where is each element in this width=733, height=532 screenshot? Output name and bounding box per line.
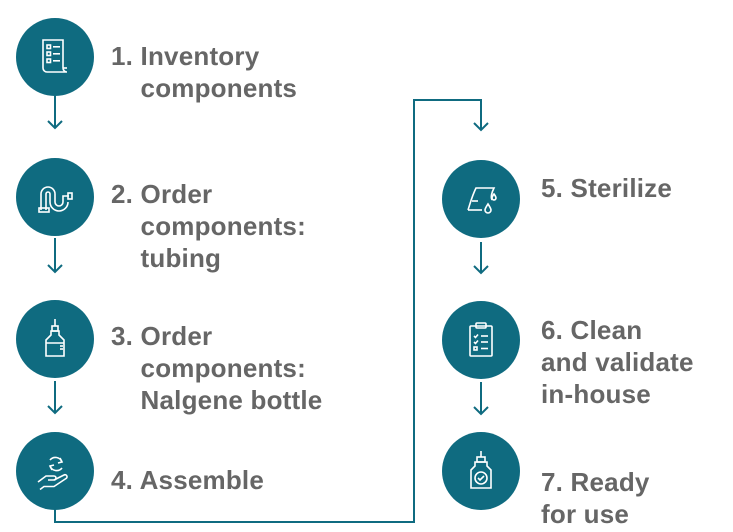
clipboard-icon — [442, 301, 520, 379]
step-1-label: 1. Inventory components — [111, 41, 298, 103]
step-3-label: 3. Order components: Nalgene bottle — [111, 321, 323, 415]
bottle-icon — [16, 300, 94, 378]
tubing-icon — [16, 158, 94, 236]
step-5-label: 5. Sterilize — [541, 173, 673, 203]
checklist-icon — [16, 18, 94, 96]
step-6-label: 6. Clean and validate in-house — [541, 315, 694, 409]
connector-step4-to-step5 — [54, 99, 482, 523]
step-4-label: 4. Assemble — [111, 465, 265, 495]
step-7-label: 7. Ready for use — [541, 467, 650, 529]
sterilize-icon — [442, 160, 520, 238]
ready-bottle-icon — [442, 432, 520, 510]
assemble-hand-icon — [16, 432, 94, 510]
step-2-label: 2. Order components: tubing — [111, 179, 306, 273]
